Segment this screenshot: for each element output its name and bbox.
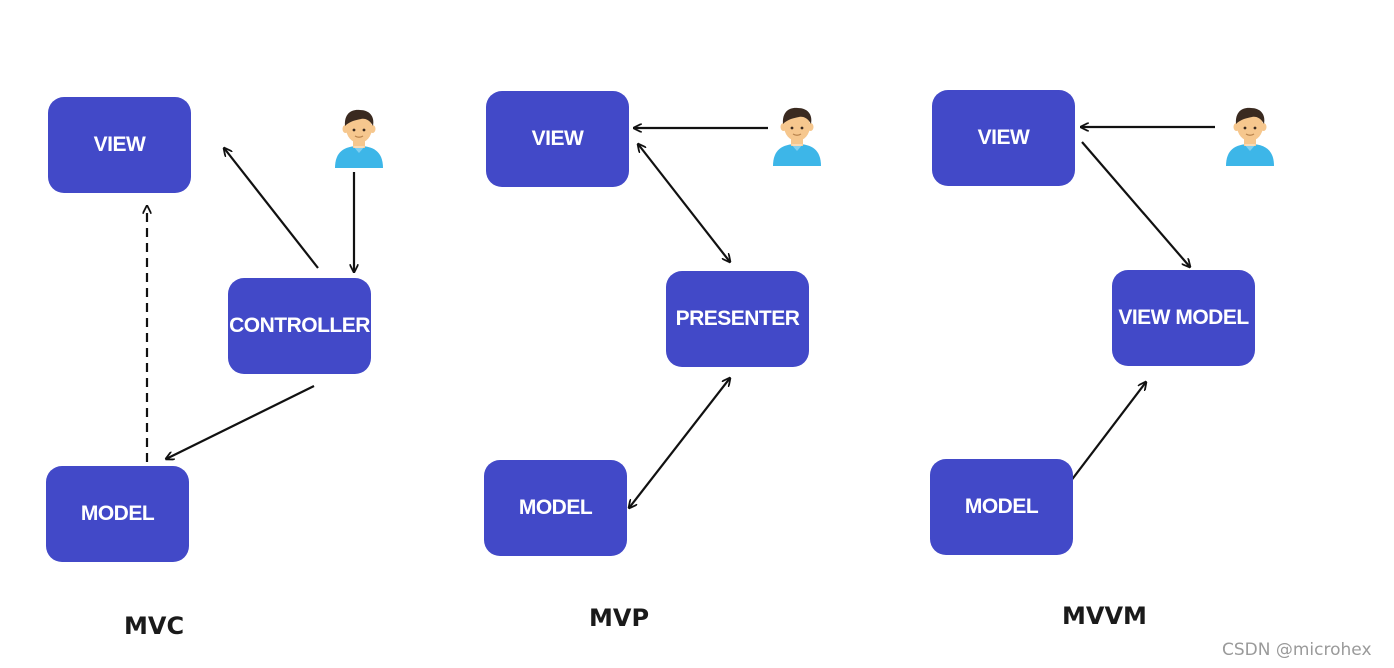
watermark: CSDN @microhex (1222, 640, 1372, 660)
mvc-controller-label: CONTROLLER (229, 314, 370, 337)
mvvm-view-label: VIEW (977, 126, 1030, 149)
mvp-model-label: MODEL (518, 496, 593, 519)
mvp-presenter-box: PRESENTER (666, 271, 809, 367)
mvp-arrow-view-presenter (638, 144, 730, 262)
mvc-view-label: VIEW (93, 133, 146, 156)
mvvm-view-box: VIEW (932, 90, 1075, 186)
mvp-arrow-presenter-model (629, 378, 730, 508)
mvvm-model-box: MODEL (930, 459, 1073, 555)
mvp-caption: MVP (589, 604, 650, 632)
mvc-caption: MVC (124, 612, 185, 640)
mvc-view-box: VIEW (48, 97, 191, 193)
mvc-model-label: MODEL (80, 502, 155, 525)
person-icon (773, 107, 821, 166)
mvp-presenter-label: PRESENTER (675, 307, 800, 330)
mvc-arrow-controller-to-view (224, 148, 319, 269)
mvc-controller-box: CONTROLLER (228, 278, 371, 374)
mvvm-caption: MVVM (1062, 602, 1147, 630)
mvp-user-icon (770, 104, 824, 166)
mvvm-user-icon (1223, 104, 1277, 166)
mvp-model-box: MODEL (484, 460, 627, 556)
mvvm-viewmodel-box: VIEW MODEL (1112, 270, 1255, 366)
mvc-user-icon (332, 106, 386, 168)
mvvm-arrow-view-to-viewmodel (1081, 141, 1190, 267)
person-icon (1226, 107, 1274, 166)
mvvm-viewmodel-label: VIEW MODEL (1118, 306, 1249, 329)
mvc-arrow-controller-to-model (166, 385, 315, 459)
mvvm-model-label: MODEL (964, 495, 1039, 518)
person-icon (335, 109, 383, 168)
mvc-model-box: MODEL (46, 466, 189, 562)
mvp-view-label: VIEW (531, 127, 584, 150)
mvp-view-box: VIEW (486, 91, 629, 187)
